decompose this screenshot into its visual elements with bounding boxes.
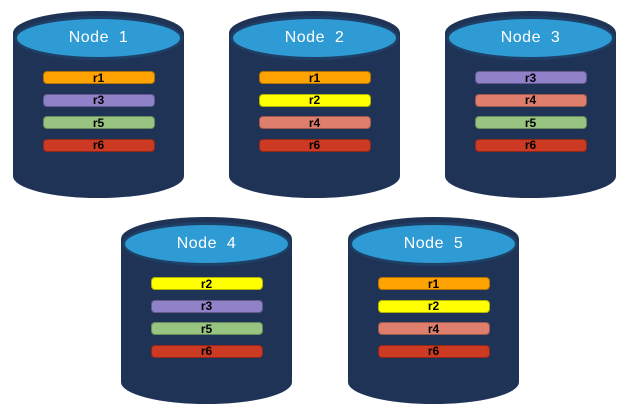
node-row-bottom: Node 4 r2 r3 r5 r6 Node 5 r1 r2 r4 r6: [121, 217, 519, 404]
replica-bar: r5: [42, 116, 155, 129]
replica-bar: r4: [474, 93, 587, 107]
replica-list: r1 r2 r4 r6: [229, 71, 400, 152]
replica-bar: r1: [377, 277, 490, 290]
replica-bar: r4: [258, 116, 371, 129]
database-node: Node 4 r2 r3 r5 r6: [121, 217, 292, 404]
replica-list: r2 r3 r5 r6: [121, 277, 292, 358]
node-title: Node 5: [403, 235, 464, 252]
cylinder-lid: Node 4: [122, 222, 291, 266]
replica-bar: r6: [42, 138, 155, 152]
cylinder-lid: Node 2: [230, 16, 399, 60]
replica-bar: r6: [377, 344, 490, 358]
replica-bar: r3: [474, 71, 587, 84]
replica-bar: r2: [377, 299, 490, 313]
replica-bar: r2: [258, 93, 371, 107]
node-row-top: Node 1 r1 r3 r5 r6 Node 2 r1 r2 r4 r6 Node 3 r…: [13, 11, 616, 198]
database-node: Node 3 r3 r4 r5 r6: [445, 11, 616, 198]
replica-bar: r6: [474, 138, 587, 152]
node-title: Node 3: [500, 29, 561, 46]
cylinder-lid: Node 5: [349, 222, 518, 266]
replica-bar: r2: [150, 277, 263, 290]
replica-bar: r4: [377, 322, 490, 335]
replica-bar: r1: [42, 71, 155, 84]
replica-list: r3 r4 r5 r6: [445, 71, 616, 152]
replica-bar: r6: [150, 344, 263, 358]
replica-bar: r5: [474, 116, 587, 129]
replica-list: r1 r2 r4 r6: [348, 277, 519, 358]
replica-bar: r1: [258, 71, 371, 84]
database-node: Node 1 r1 r3 r5 r6: [13, 11, 184, 198]
replica-bar: r3: [42, 93, 155, 107]
cylinder-lid: Node 3: [446, 16, 615, 60]
node-title: Node 1: [68, 29, 129, 46]
replica-bar: r3: [150, 299, 263, 313]
node-title: Node 2: [284, 29, 345, 46]
replica-bar: r6: [258, 138, 371, 152]
node-title: Node 4: [176, 235, 237, 252]
cylinder-lid: Node 1: [14, 16, 183, 60]
database-node: Node 5 r1 r2 r4 r6: [348, 217, 519, 404]
replica-bar: r5: [150, 322, 263, 335]
database-node: Node 2 r1 r2 r4 r6: [229, 11, 400, 198]
replica-list: r1 r3 r5 r6: [13, 71, 184, 152]
